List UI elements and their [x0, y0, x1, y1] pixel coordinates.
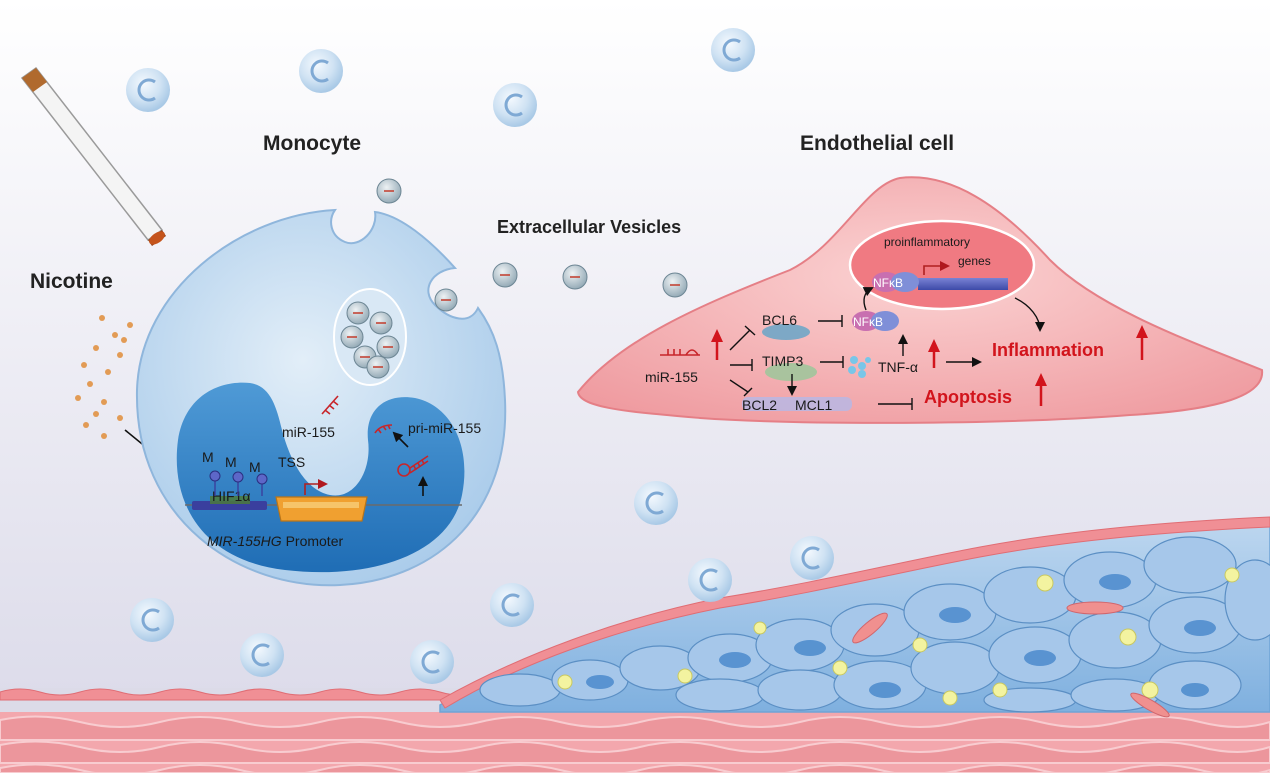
monocyte-cell: miR-155 pri-miR-155 HIF1α M M M TSS: [135, 208, 507, 587]
bubble-icon: [634, 481, 678, 525]
endothelial-lining: [0, 688, 481, 701]
promoter-box: [275, 496, 368, 522]
processing-arrow: [392, 431, 409, 448]
tissue-cells: [0, 715, 1270, 773]
pri-mir155-icon: [374, 424, 429, 477]
bubble-icon: [711, 28, 755, 72]
monocyte-title: Monocyte: [263, 132, 361, 155]
extracellular-vesicles: [376, 178, 688, 298]
bubble-icon: [410, 640, 454, 684]
tss-label: TSS: [278, 454, 305, 470]
foam-nuclei: [586, 574, 1216, 698]
inflammation-up-arrow: [1136, 325, 1148, 360]
foam-cells: [479, 536, 1270, 713]
apoptosis-up-arrow: [1035, 373, 1047, 406]
ev-particle: [376, 178, 402, 204]
methyl-m1: M: [202, 449, 214, 465]
tnfa-label: TNF-α: [878, 359, 918, 375]
bcl2-mcl1-shape: [742, 397, 852, 411]
timp3-inhibits-tnfa: [820, 356, 844, 368]
bcl6-inhibits-nfkb: [818, 315, 843, 327]
bubble-icon: [688, 558, 732, 602]
inflammation-label: Inflammation: [992, 340, 1104, 360]
methyl-m3: M: [249, 459, 261, 475]
bcl2-label: BCL2: [742, 397, 777, 413]
tnfa-particles: [848, 356, 871, 378]
timp3-label: TIMP3: [762, 353, 803, 369]
smooth-muscle-cells: [852, 601, 1170, 718]
promoter-label: MIR-155HG Promoter: [207, 533, 343, 549]
hif1a-protein: [210, 496, 250, 504]
nucleus: [176, 382, 465, 573]
methylation-marks: M M M: [202, 449, 268, 496]
floating-monocytes: [126, 28, 834, 684]
endothelial-title: Endothelial cell: [800, 132, 954, 155]
nucleus-to-inflammation-arrow: [1014, 297, 1045, 332]
bcl6-label: BCL6: [762, 312, 797, 328]
hif1a-label: HIF1α: [212, 488, 250, 504]
genes-label: genes: [958, 254, 991, 268]
tss-arrow: [304, 479, 328, 495]
nicotine-label: Nicotine: [30, 270, 113, 293]
mvb-mirna-marks: [347, 312, 393, 368]
mir155-endo-label: miR-155: [645, 369, 698, 385]
bubble-icon: [790, 536, 834, 580]
nfkb-label-cytoplasm: NFκB: [853, 315, 883, 329]
mir155-icon: [321, 395, 339, 415]
lipid-droplets: [557, 567, 1240, 706]
mir155-inhibitor-lines: [729, 325, 756, 397]
bubble-icon: [299, 49, 343, 93]
proinflammatory-gene-box: [918, 278, 1008, 290]
bubble-icon: [126, 68, 170, 112]
bcl2-inhibits-apoptosis: [878, 398, 913, 410]
nfkb-cytoplasm: NFκB: [852, 311, 899, 331]
bubble-icon: [490, 583, 534, 627]
nicotine-particles: [75, 315, 133, 439]
endothelial-cell: proinflammatory genes NFκB NFκB miR-155: [576, 176, 1264, 424]
nfkb-translocation-arrow: [862, 287, 874, 311]
nfkb-label-nuclear: NFκB: [873, 276, 903, 290]
proinflammatory-label: proinflammatory: [884, 235, 970, 249]
ev-particle: [662, 272, 688, 298]
bubble-icon: [493, 83, 537, 127]
pri-mir155-label: pri-miR-155: [408, 420, 481, 436]
bubble-icon: [130, 598, 174, 642]
nfkb-nuclear: NFκB: [872, 272, 919, 292]
tnfa-up-arrow: [928, 339, 940, 368]
mir155-up-arrow: [711, 329, 723, 360]
gene-transcription-arrow: [923, 261, 950, 275]
vessel-wall: [0, 516, 1270, 773]
vesicles-title: Extracellular Vesicles: [497, 217, 681, 237]
ev-particle: [562, 264, 588, 290]
timp3-shape: [765, 363, 817, 381]
ev-particle: [492, 262, 518, 288]
mcl1-label: MCL1: [795, 397, 833, 413]
apoptosis-label: Apoptosis: [924, 387, 1012, 407]
mir155-label: miR-155: [282, 424, 335, 440]
methyl-m2: M: [225, 454, 237, 470]
cigarette-icon: [20, 66, 166, 246]
bcl6-shape: [762, 324, 810, 340]
mir155-endo-icon: [660, 349, 700, 356]
bubble-icon: [240, 633, 284, 677]
